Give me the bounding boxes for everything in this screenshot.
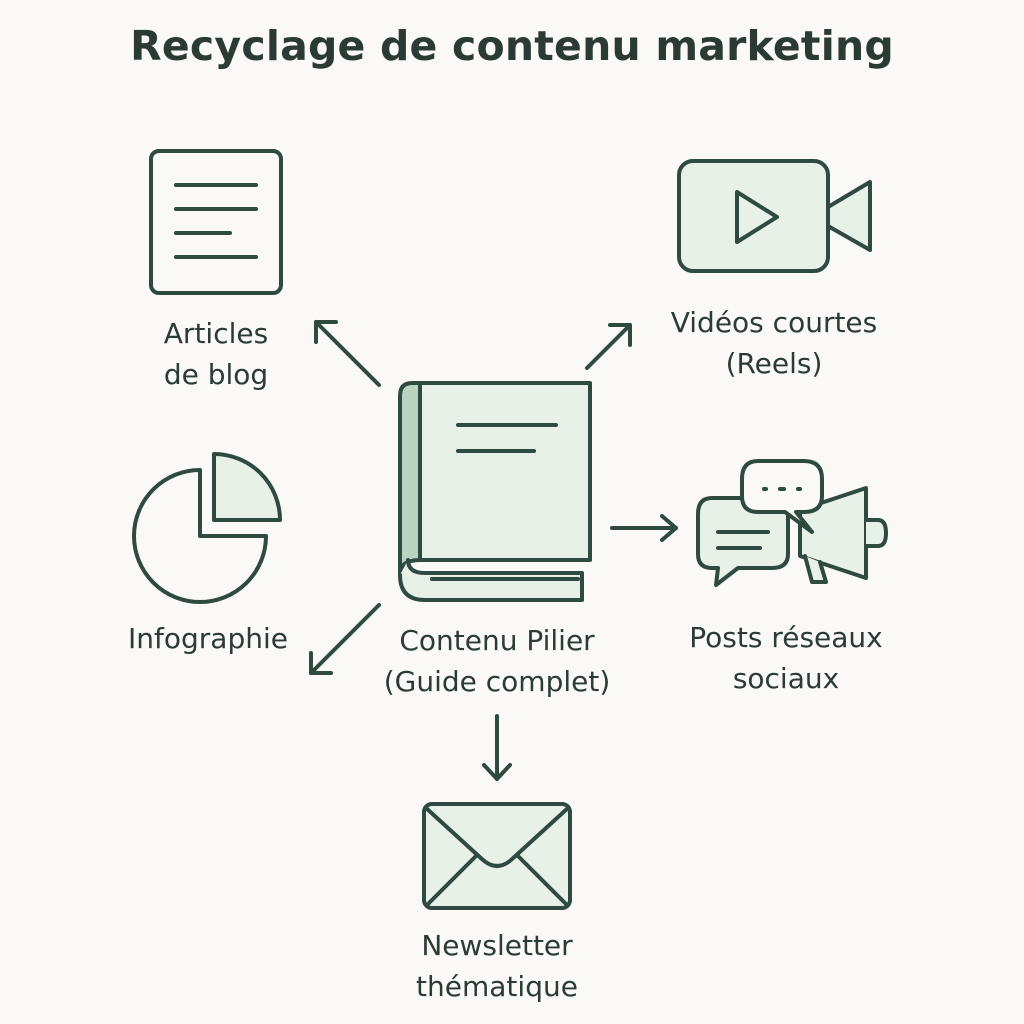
book-icon: [398, 381, 592, 602]
label-newsletter: Newsletter thématique: [416, 929, 578, 1003]
document-icon: [149, 149, 283, 295]
arrow-to-social: [610, 514, 678, 542]
arrow-to-video: [585, 323, 632, 370]
label-blog: Articles de blog: [163, 317, 269, 391]
label-infographic: Infographie: [128, 622, 288, 655]
diagram-title: Recyclage de contenu marketing: [130, 22, 894, 70]
label-center: Contenu Pilier (Guide complet): [383, 624, 611, 698]
envelope-icon: [422, 802, 572, 910]
arrow-to-newsletter: [482, 714, 512, 781]
arrow-to-blog: [314, 320, 381, 387]
video-camera-icon: [677, 159, 872, 273]
pie-chart-icon: [132, 452, 282, 604]
label-social: Posts réseaux sociaux: [689, 621, 883, 695]
megaphone-chat-icon: [696, 459, 888, 587]
arrow-to-infographic: [309, 603, 381, 675]
label-video: Vidéos courtes (Reels): [670, 306, 878, 380]
